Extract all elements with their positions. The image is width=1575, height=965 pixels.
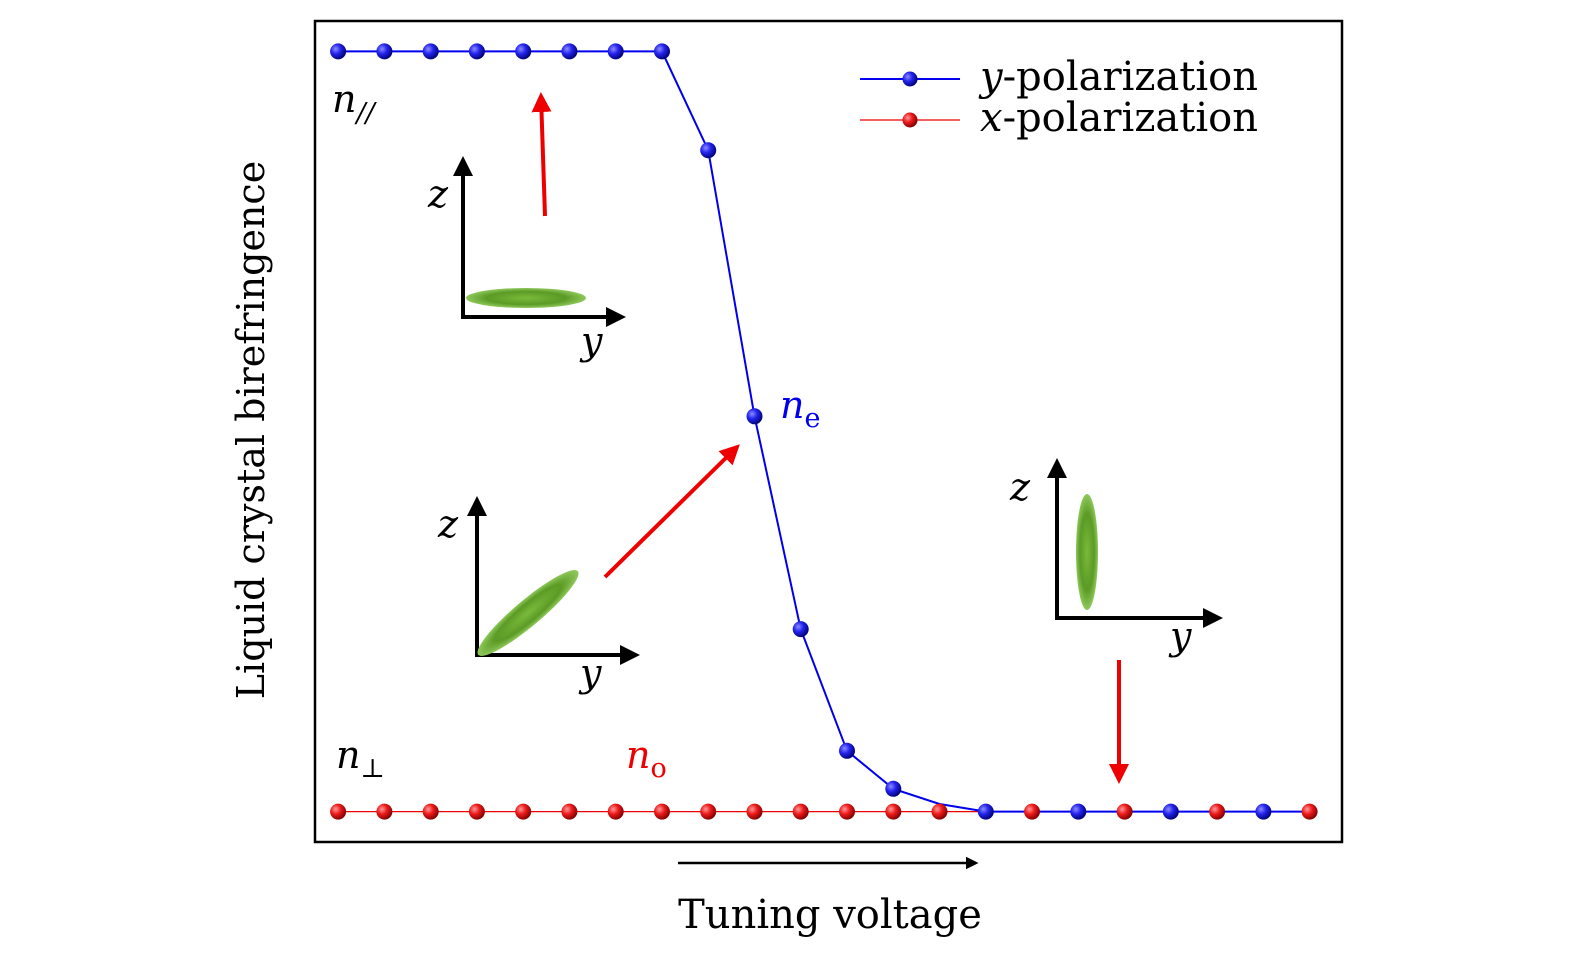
- n-e-sub: e: [804, 403, 820, 434]
- n-perp-base: n: [336, 733, 360, 777]
- point-y-polarization-2: [376, 43, 393, 60]
- point-y-polarization-4: [468, 43, 485, 60]
- point-x-polarization-1: [330, 803, 347, 820]
- point-x-polarization-7: [607, 803, 624, 820]
- point-x-polarization-2: [376, 803, 393, 820]
- inset-tilted-z-label: z: [437, 502, 459, 546]
- point-x-polarization-13: [885, 803, 902, 820]
- point-x-polarization-14: [931, 803, 948, 820]
- annotation-n-o: no: [626, 733, 667, 784]
- point-y-polarization-5: [515, 43, 532, 60]
- point-x-polarization-4: [468, 803, 485, 820]
- point-x-polarization-16: [1024, 803, 1040, 820]
- point-x-polarization-20: [1209, 803, 1226, 820]
- point-y-polarization-9: [700, 142, 717, 159]
- inset-planar-z-label: z: [427, 172, 449, 216]
- legend: y-polarization x-polarization: [860, 54, 1258, 141]
- point-x-polarization-18: [1116, 803, 1133, 820]
- n-e-base: n: [780, 383, 804, 427]
- inset-planar-y-label: y: [579, 319, 603, 363]
- legend-marker-y: [902, 71, 918, 87]
- point-y-polarization-1: [330, 43, 347, 60]
- legend-label-x: x-polarization: [980, 95, 1258, 141]
- point-y-polarization-3: [422, 43, 439, 60]
- point-y-polarization-11: [792, 621, 809, 638]
- point-x-polarization-22: [1301, 803, 1318, 820]
- point-y-polarization-19: [1162, 803, 1179, 820]
- y-axis-label: Liquid crystal birefringence: [229, 161, 273, 699]
- lc-molecule-planar: [466, 288, 586, 308]
- legend-label-y-rest: -polarization: [1003, 54, 1258, 100]
- legend-label-y-var: y: [978, 54, 1004, 100]
- legend-label-y: y-polarization: [978, 54, 1258, 100]
- point-y-polarization-21: [1255, 803, 1272, 820]
- n-o-sub: o: [650, 753, 666, 784]
- point-y-polarization-10: [746, 408, 763, 425]
- point-y-polarization-6: [561, 43, 578, 60]
- lc-molecule-tilted: [477, 570, 579, 656]
- point-x-polarization-10: [746, 803, 763, 820]
- point-y-polarization-15: [977, 803, 994, 820]
- inset-vertical: z y: [1009, 458, 1223, 784]
- arrow-planar-to-npar: [531, 92, 552, 217]
- legend-marker-x: [902, 112, 918, 128]
- point-y-polarization-12: [839, 742, 855, 759]
- point-x-polarization-11: [792, 803, 809, 820]
- n-o-base: n: [626, 733, 650, 777]
- annotation-n-parallel: n//: [332, 77, 378, 129]
- lc-molecule-vertical: [1076, 494, 1098, 610]
- n-parallel-base: n: [332, 77, 356, 121]
- point-y-polarization-8: [654, 43, 670, 60]
- legend-label-x-rest: -polarization: [1003, 95, 1258, 141]
- inset-tilted: z y: [437, 444, 740, 695]
- legend-entry-x: x-polarization: [860, 95, 1258, 141]
- inset-planar: z y: [427, 92, 626, 363]
- point-x-polarization-3: [422, 803, 439, 820]
- point-x-polarization-12: [839, 803, 855, 820]
- annotation-n-e: ne: [780, 383, 820, 434]
- point-y-polarization-7: [607, 43, 624, 60]
- arrow-tilted-to-ne: [603, 444, 740, 579]
- n-parallel-sub: //: [353, 98, 377, 129]
- point-x-polarization-6: [561, 803, 578, 820]
- point-y-polarization-13: [885, 780, 902, 797]
- plot-frame: [313, 19, 1344, 844]
- series-line-y-polarization: [338, 50, 1310, 813]
- point-x-polarization-8: [654, 803, 670, 820]
- inset-tilted-y-label: y: [578, 651, 602, 695]
- x-axis-label: Tuning voltage: [678, 892, 982, 938]
- legend-entry-y: y-polarization: [860, 54, 1258, 100]
- inset-vertical-y-label: y: [1168, 614, 1192, 658]
- annotation-n-perp: n⊥: [336, 733, 385, 784]
- point-x-polarization-9: [700, 803, 717, 820]
- point-x-polarization-5: [515, 803, 532, 820]
- n-perp-sub: ⊥: [360, 754, 384, 784]
- inset-vertical-z-label: z: [1009, 465, 1031, 509]
- legend-label-x-var: x: [980, 95, 1003, 141]
- point-y-polarization-17: [1070, 803, 1087, 820]
- series-layer: [330, 43, 1318, 820]
